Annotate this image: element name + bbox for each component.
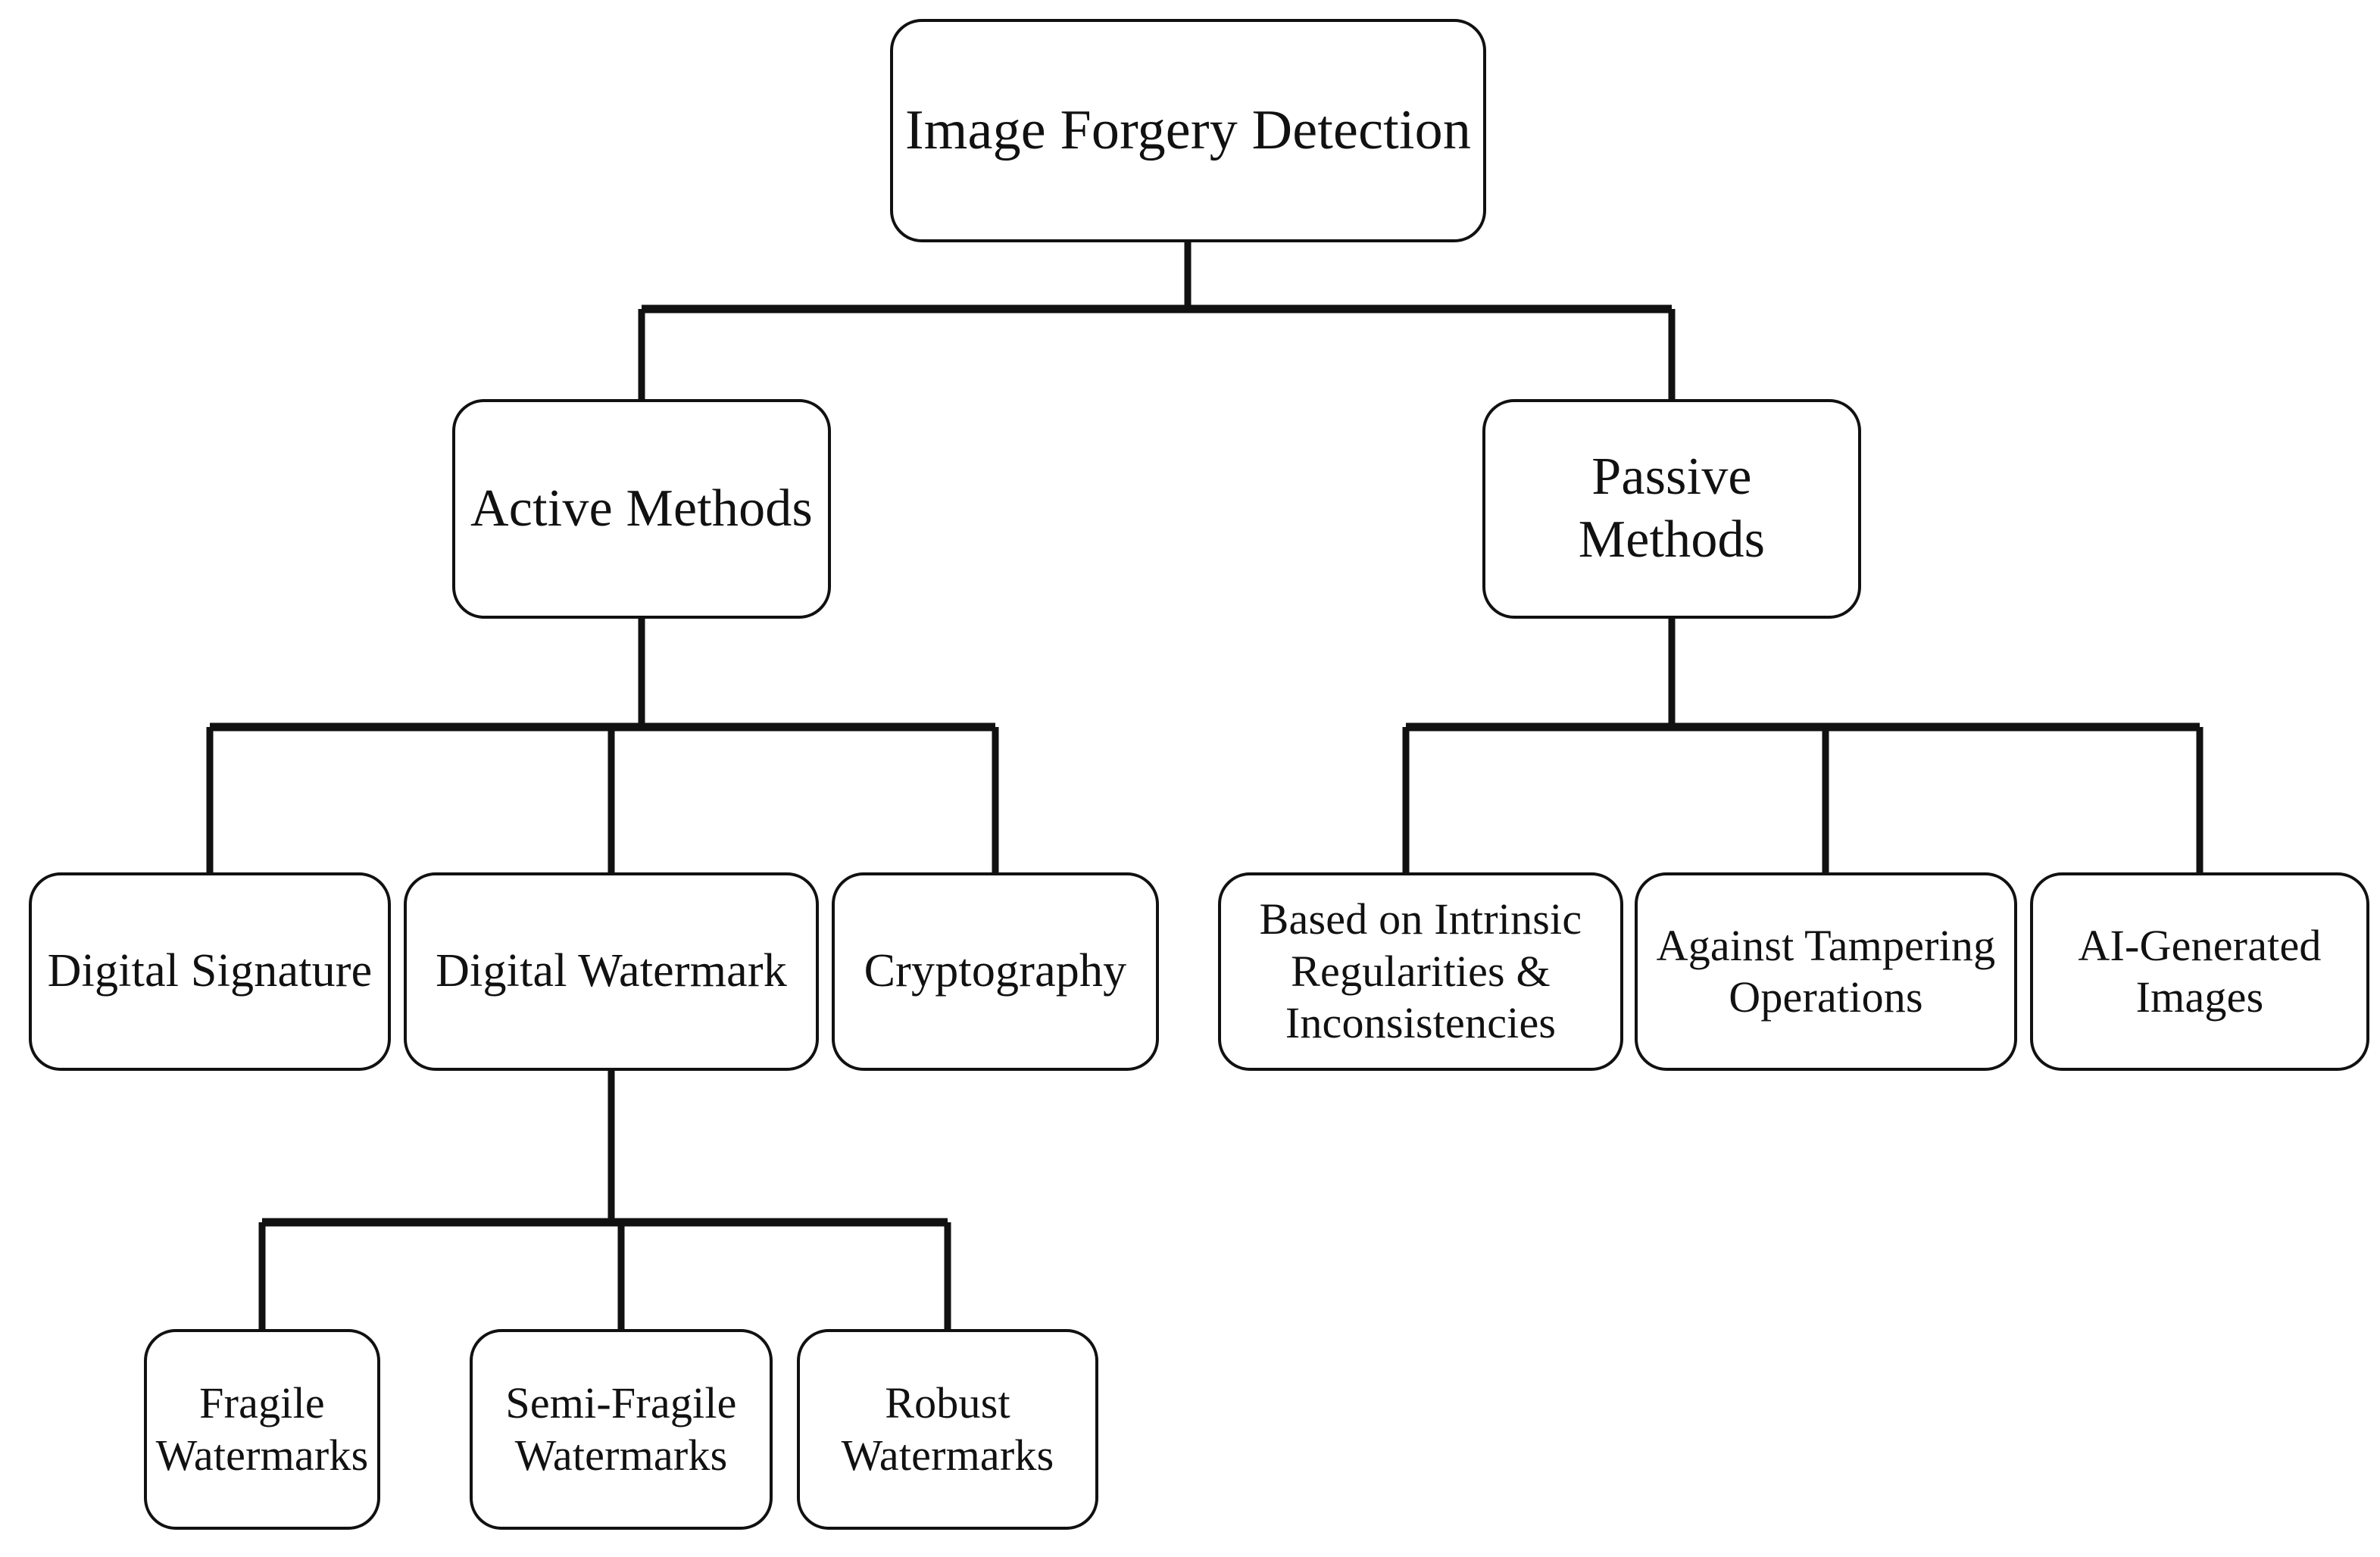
node-label: Based on Intrinsic Regularities & Incons…: [1259, 894, 1582, 1048]
node-against-tampering-operations[interactable]: Against Tampering Operations: [1635, 872, 2017, 1071]
node-digital-watermark[interactable]: Digital Watermark: [404, 872, 819, 1071]
node-label: Digital Watermark: [436, 945, 787, 997]
node-label: Digital Signature: [47, 945, 373, 997]
node-cryptography[interactable]: Cryptography: [832, 872, 1159, 1071]
node-intrinsic-regularities[interactable]: Based on Intrinsic Regularities & Incons…: [1218, 872, 1623, 1071]
node-label: Against Tampering Operations: [1656, 920, 1996, 1022]
node-label: Image Forgery Detection: [904, 98, 1472, 161]
node-robust-watermarks[interactable]: Robust Watermarks: [797, 1329, 1098, 1530]
node-image-forgery-detection[interactable]: Image Forgery Detection: [890, 19, 1486, 242]
node-ai-generated-images[interactable]: AI-Generated Images: [2030, 872, 2369, 1071]
node-active-methods[interactable]: Active Methods: [452, 399, 831, 619]
node-fragile-watermarks[interactable]: Fragile Watermarks: [144, 1329, 380, 1530]
node-label: AI-Generated Images: [2078, 920, 2322, 1022]
node-label: Semi-Fragile Watermarks: [505, 1378, 737, 1480]
node-digital-signature[interactable]: Digital Signature: [29, 872, 391, 1071]
node-semi-fragile-watermarks[interactable]: Semi-Fragile Watermarks: [470, 1329, 773, 1530]
node-label: Robust Watermarks: [841, 1378, 1054, 1480]
node-passive-methods[interactable]: Passive Methods: [1482, 399, 1861, 619]
node-label: Cryptography: [864, 945, 1127, 997]
node-label: Passive Methods: [1578, 448, 1766, 569]
node-label: Active Methods: [470, 479, 813, 538]
node-label: Fragile Watermarks: [155, 1378, 369, 1480]
